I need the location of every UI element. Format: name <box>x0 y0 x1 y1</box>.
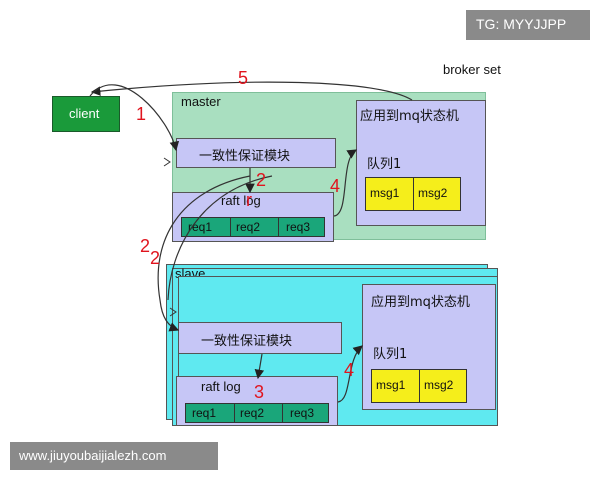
master-state-machine: 应用到mq状态机 队列1 msg1 msg2 <box>356 100 486 226</box>
arrow-step4-slave <box>337 345 363 403</box>
arrow-step4-master <box>333 149 358 217</box>
slave-state-machine: 应用到mq状态机 队列1 msg1 msg2 <box>362 284 496 410</box>
step-5: 5 <box>238 68 249 88</box>
step-3: 3 <box>254 382 265 402</box>
step-1: 1 <box>136 104 147 124</box>
slave-queue-msgs: msg1 msg2 <box>371 369 467 403</box>
arrow-step2-b <box>167 175 273 301</box>
slave-msg1: msg1 <box>376 378 406 392</box>
master-req3: req3 <box>286 220 311 234</box>
divider <box>234 404 235 422</box>
slave-req1: req1 <box>192 406 217 420</box>
master-queue-msgs: msg1 msg2 <box>365 177 461 211</box>
slave-msg2: msg2 <box>424 378 454 392</box>
divider <box>419 370 420 402</box>
master-req2: req2 <box>236 220 261 234</box>
arrow-step5 <box>90 81 413 101</box>
arrow-step1 <box>89 84 180 152</box>
divider <box>230 218 231 236</box>
master-msg1: msg1 <box>370 186 400 200</box>
broker-set-label: broker set <box>443 62 501 77</box>
watermark-top: TG: MYYJJPP <box>466 10 590 40</box>
client-box: client <box>52 96 120 132</box>
step-2-left-a: 2 <box>140 236 151 256</box>
slave-raft-log: raft log req1 req2 req3 <box>176 376 338 426</box>
step-r: r <box>246 190 252 210</box>
step-2-master: 2 <box>256 170 267 190</box>
slave-req2: req2 <box>240 406 265 420</box>
master-log-entries: req1 req2 req3 <box>181 217 325 237</box>
divider <box>278 218 279 236</box>
slave-req3: req3 <box>290 406 315 420</box>
step-4-master: 4 <box>330 176 341 196</box>
arrow-step2-a <box>157 175 251 332</box>
master-msg2: msg2 <box>418 186 448 200</box>
master-consistency-module: 一致性保证模块 <box>176 138 336 168</box>
watermark-bottom: www.jiuyoubaijialezh.com <box>10 442 218 470</box>
notch-slave <box>169 307 177 317</box>
divider <box>413 178 414 210</box>
slave-log-entries: req1 req2 req3 <box>185 403 329 423</box>
arrow-slave-log <box>254 353 265 380</box>
divider <box>282 404 283 422</box>
step-4-slave: 4 <box>344 360 355 380</box>
notch-master <box>163 157 171 167</box>
master-label: master <box>181 94 221 109</box>
slave-consistency-module: 一致性保证模块 <box>178 322 342 354</box>
step-2-left-b: 2 <box>150 248 161 268</box>
client-label: client <box>69 106 100 121</box>
